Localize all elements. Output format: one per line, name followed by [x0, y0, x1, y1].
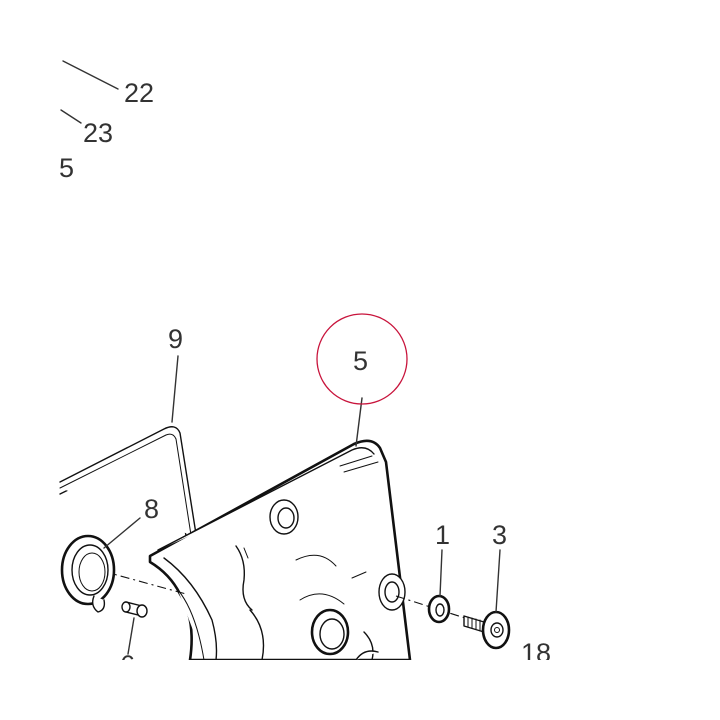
callout-5: 5 — [353, 346, 368, 376]
legend-leader-22 — [62, 60, 119, 90]
part-3-screw — [463, 610, 511, 650]
leader-8 — [103, 517, 141, 549]
leader-6 — [127, 617, 135, 655]
part-6-dowel-pin — [121, 601, 148, 618]
crop-mask — [0, 660, 720, 720]
leader-9 — [171, 355, 179, 423]
part-1-washer — [427, 594, 451, 624]
legend-label-23: 23 — [83, 118, 113, 148]
centerline-seal — [83, 565, 187, 595]
legend-label-22: 22 — [124, 78, 154, 108]
legend-label-5: 5 — [59, 153, 74, 183]
callout-3: 3 — [492, 520, 507, 550]
part-8-seal-ring — [60, 534, 116, 613]
part-9-gasket — [59, 426, 197, 537]
leader-3 — [495, 549, 501, 613]
leader-1 — [439, 549, 443, 597]
leader-5 — [355, 397, 363, 447]
callout-8: 8 — [144, 494, 159, 524]
callout-1: 1 — [435, 520, 450, 550]
part-5-housing-cover — [148, 439, 412, 662]
legend-leader-23 — [60, 109, 82, 124]
highlight-circle — [316, 313, 408, 405]
callout-9: 9 — [168, 324, 183, 354]
legend: 22 23 5 — [59, 60, 154, 183]
